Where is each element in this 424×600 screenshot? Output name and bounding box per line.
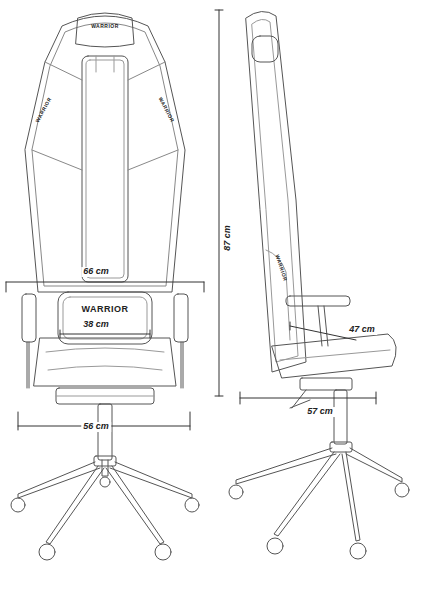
dimension-label: 47 cm: [347, 325, 377, 335]
dimension-label: 87 cm: [223, 223, 233, 253]
wing-logo: WARRIOR: [35, 96, 53, 123]
front-view: [6, 13, 204, 560]
side-logo: WARRIOR: [274, 254, 288, 282]
cushion-logo: WARRIOR: [82, 305, 129, 315]
dimension-label: 57 cm: [305, 407, 335, 417]
dimension-label: 38 cm: [81, 320, 111, 330]
wing-logo: WARRIOR: [157, 96, 175, 123]
dimension-label: 66 cm: [81, 267, 111, 277]
side-view: [215, 10, 409, 559]
dimension-label: 56 cm: [81, 422, 111, 432]
headrest-logo: WARRIOR: [91, 24, 119, 30]
